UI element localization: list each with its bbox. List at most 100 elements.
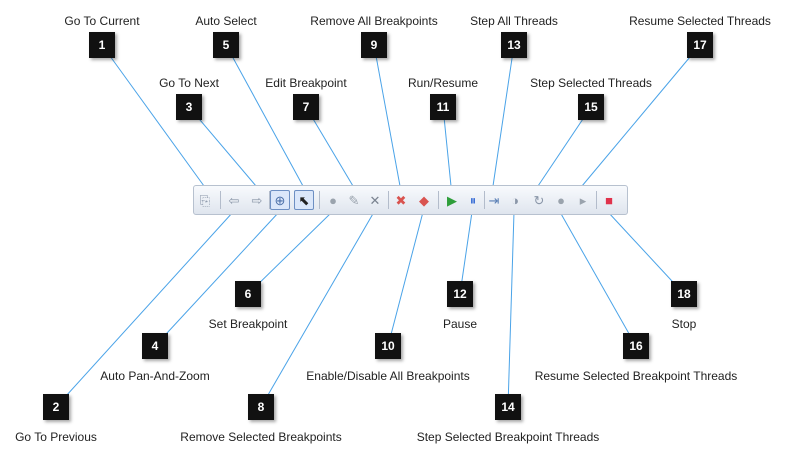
leader-line-4 <box>154 211 280 347</box>
callout-number-8: 8 <box>248 394 274 420</box>
callout-label-5: Auto Select <box>195 14 257 28</box>
callout-number-12: 12 <box>447 281 473 307</box>
toolbar-button-9[interactable]: ✖ <box>391 190 411 210</box>
callout-number-15: 15 <box>578 94 604 120</box>
leader-line-15 <box>537 106 592 187</box>
debug-toolbar: ⎘ ⇦ ⇨ ⊕ ⬉ ● ✎ ✕ ✖ ◆ ▶ ⏸ ⇥ ◑ ↻ ● ▸ ■ <box>193 185 628 215</box>
callout-number-7: 7 <box>293 94 319 120</box>
callout-number-11: 11 <box>430 94 456 120</box>
resume-selected-threads-icon: ▸ <box>579 192 587 208</box>
toolbar-button-1[interactable]: ⎘ <box>195 190 215 210</box>
callout-label-6: Set Breakpoint <box>208 317 288 331</box>
toolbar-separator <box>483 191 485 209</box>
callout-label-18: Stop <box>671 317 697 331</box>
callout-label-16: Resume Selected Breakpoint Threads <box>534 369 738 383</box>
callout-label-11: Run/Resume <box>407 76 479 90</box>
callout-label-10: Enable/Disable All Breakpoints <box>306 369 470 383</box>
toolbar-button-12[interactable]: ⏸ <box>463 190 483 210</box>
toolbar-button-11[interactable]: ▶ <box>442 190 462 210</box>
toolbar-separator <box>596 191 597 209</box>
leader-line-17 <box>581 44 701 187</box>
toolbar-button-15[interactable]: ↻ <box>529 190 549 210</box>
callout-label-13: Step All Threads <box>470 14 558 28</box>
callout-number-10: 10 <box>375 333 401 359</box>
callout-number-13: 13 <box>501 32 527 58</box>
set-breakpoint-icon: ● <box>329 192 337 208</box>
toolbar-separator <box>268 191 270 209</box>
toolbar-button-2[interactable]: ⇦ <box>224 190 244 210</box>
callout-label-14: Step Selected Breakpoint Threads <box>416 430 600 444</box>
toolbar-separator <box>438 191 439 209</box>
leader-line-10 <box>387 211 424 347</box>
resume-selected-breakpoint-threads-icon: ● <box>557 192 565 208</box>
callout-label-9: Remove All Breakpoints <box>310 14 438 28</box>
callout-label-1: Go To Current <box>64 14 140 28</box>
callout-label-15: Step Selected Threads <box>530 76 652 90</box>
leader-line-9 <box>373 44 401 187</box>
leader-line-18 <box>607 211 685 295</box>
callout-number-16: 16 <box>623 333 649 359</box>
remove-all-breakpoints-icon: ✖ <box>395 192 407 208</box>
callout-number-17: 17 <box>687 32 713 58</box>
callout-label-3: Go To Next <box>159 76 219 90</box>
toolbar-button-10[interactable]: ◆ <box>414 190 434 210</box>
edit-breakpoint-icon: ✎ <box>348 192 360 208</box>
callout-number-3: 3 <box>176 94 202 120</box>
callout-number-5: 5 <box>213 32 239 58</box>
callout-label-2: Go To Previous <box>15 430 97 444</box>
run-resume-icon: ▶ <box>447 192 457 208</box>
toolbar-button-13[interactable]: ⇥ <box>484 190 504 210</box>
go-to-current-icon: ⎘ <box>199 192 211 208</box>
toolbar-button-5[interactable]: ⬉ <box>294 190 314 210</box>
step-all-threads-icon: ⇥ <box>488 192 500 208</box>
toolbar-button-17[interactable]: ▸ <box>573 190 593 210</box>
toolbar-button-3[interactable]: ⇨ <box>247 190 267 210</box>
callout-number-4: 4 <box>142 333 168 359</box>
callout-label-4: Auto Pan-And-Zoom <box>100 369 210 383</box>
callout-label-7: Edit Breakpoint <box>265 76 347 90</box>
step-selected-breakpoint-threads-icon: ◑ <box>511 192 519 208</box>
toolbar-separator <box>318 191 320 209</box>
callout-label-17: Resume Selected Threads <box>629 14 771 28</box>
step-selected-threads-icon: ↻ <box>533 192 545 208</box>
leader-line-8 <box>260 211 375 408</box>
leader-line-6 <box>247 211 333 295</box>
toolbar-button-16[interactable]: ● <box>551 190 571 210</box>
toolbar-button-14[interactable]: ◑ <box>505 190 525 210</box>
leader-line-7 <box>305 106 354 187</box>
pause-icon: ⏸ <box>469 192 477 208</box>
callout-label-12: Pause <box>442 317 478 331</box>
toolbar-button-18[interactable]: ■ <box>599 190 619 210</box>
callout-number-14: 14 <box>495 394 521 420</box>
remove-selected-breakpoints-icon: ✕ <box>369 192 381 208</box>
leader-line-2 <box>55 211 234 408</box>
toolbar-button-7[interactable]: ✎ <box>344 190 364 210</box>
leader-line-11 <box>442 106 452 187</box>
toolbar-button-8[interactable]: ✕ <box>365 190 385 210</box>
go-to-previous-icon: ⇦ <box>228 192 240 208</box>
callout-number-6: 6 <box>235 281 261 307</box>
stop-icon: ■ <box>605 192 613 208</box>
toolbar-button-6[interactable]: ● <box>323 190 343 210</box>
leader-line-5 <box>225 44 304 187</box>
callout-label-8: Remove Selected Breakpoints <box>180 430 342 444</box>
auto-select-icon: ⬉ <box>298 192 310 208</box>
leader-line-1 <box>101 44 205 187</box>
callout-number-9: 9 <box>361 32 387 58</box>
leader-line-3 <box>188 106 257 187</box>
go-to-next-icon: ⇨ <box>251 192 263 208</box>
callout-number-2: 2 <box>43 394 69 420</box>
leader-line-14 <box>507 211 515 408</box>
enable-disable-all-breakpoints-icon: ◆ <box>419 192 429 208</box>
callout-number-1: 1 <box>89 32 115 58</box>
toolbar-separator <box>219 191 221 209</box>
toolbar-button-4[interactable]: ⊕ <box>270 190 290 210</box>
auto-pan-and-zoom-icon: ⊕ <box>274 192 286 208</box>
toolbar-separator <box>388 191 389 209</box>
leader-line-13 <box>492 44 515 187</box>
leader-line-12 <box>459 211 473 295</box>
leader-line-16 <box>559 211 637 347</box>
callout-number-18: 18 <box>671 281 697 307</box>
